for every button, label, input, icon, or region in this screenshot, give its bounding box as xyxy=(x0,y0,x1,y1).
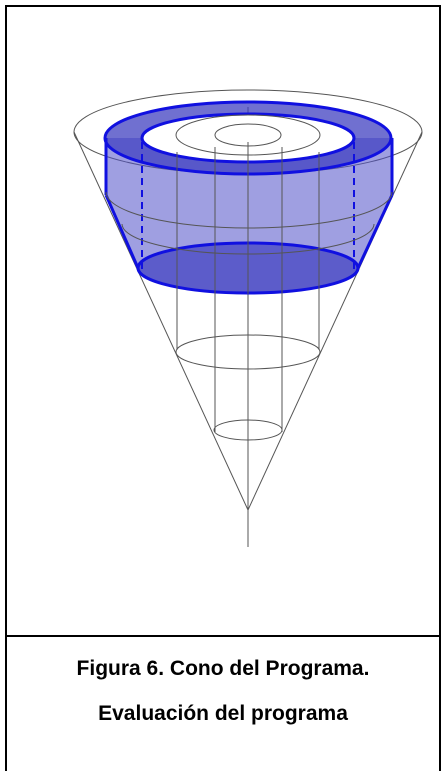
figure-caption: Figura 6. Cono del Programa. xyxy=(76,657,370,680)
program-cone-diagram xyxy=(73,89,423,547)
lower-cross-section xyxy=(213,419,283,441)
caption-box: Figura 6. Cono del Programa. Evaluación … xyxy=(5,637,441,771)
figure-frame xyxy=(5,5,441,637)
lower-cross-section xyxy=(175,334,321,370)
figure-subtitle: Evaluación del programa xyxy=(98,702,348,725)
cone-left-edge xyxy=(73,131,249,511)
